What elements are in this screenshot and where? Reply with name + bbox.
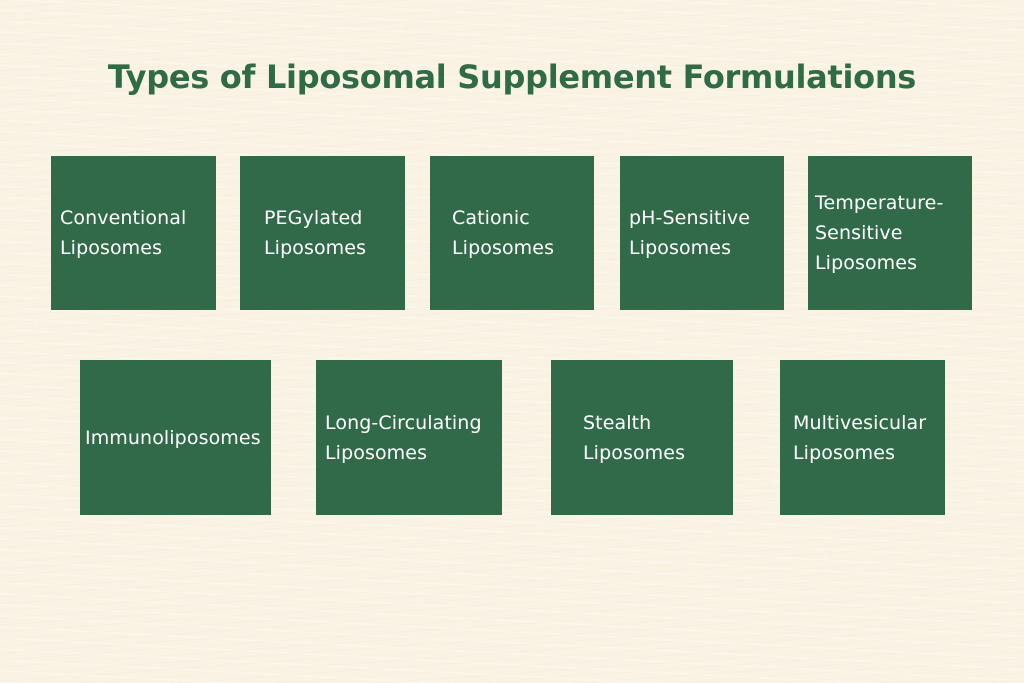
box-label: Multivesicular Liposomes xyxy=(793,411,927,464)
box-temperature-sensitive-liposomes: Temperature- Sensitive Liposomes xyxy=(808,156,972,310)
box-multivesicular-liposomes: Multivesicular Liposomes xyxy=(780,360,945,515)
box-label: Long-Circulating Liposomes xyxy=(325,411,482,464)
page-title: Types of Liposomal Supplement Formulatio… xyxy=(107,58,917,96)
box-label: Temperature- Sensitive Liposomes xyxy=(815,192,944,274)
box-label: Cationic Liposomes xyxy=(452,207,555,259)
box-label: Immunoliposomes xyxy=(85,426,261,449)
box-cationic-liposomes: Cationic Liposomes xyxy=(430,156,594,310)
box-label: Conventional Liposomes xyxy=(60,207,187,259)
box-label: Stealth Liposomes xyxy=(583,411,686,464)
box-label: pH-Sensitive Liposomes xyxy=(629,207,751,259)
box-conventional-liposomes: Conventional Liposomes xyxy=(51,156,216,310)
box-pegylated-liposomes: PEGylated Liposomes xyxy=(240,156,405,310)
box-immunoliposomes: Immunoliposomes xyxy=(80,360,271,515)
box-label: PEGylated Liposomes xyxy=(264,207,367,259)
box-stealth-liposomes: Stealth Liposomes xyxy=(551,360,733,515)
box-long-circulating-liposomes: Long-Circulating Liposomes xyxy=(316,360,502,515)
box-ph-sensitive-liposomes: pH-Sensitive Liposomes xyxy=(620,156,784,310)
